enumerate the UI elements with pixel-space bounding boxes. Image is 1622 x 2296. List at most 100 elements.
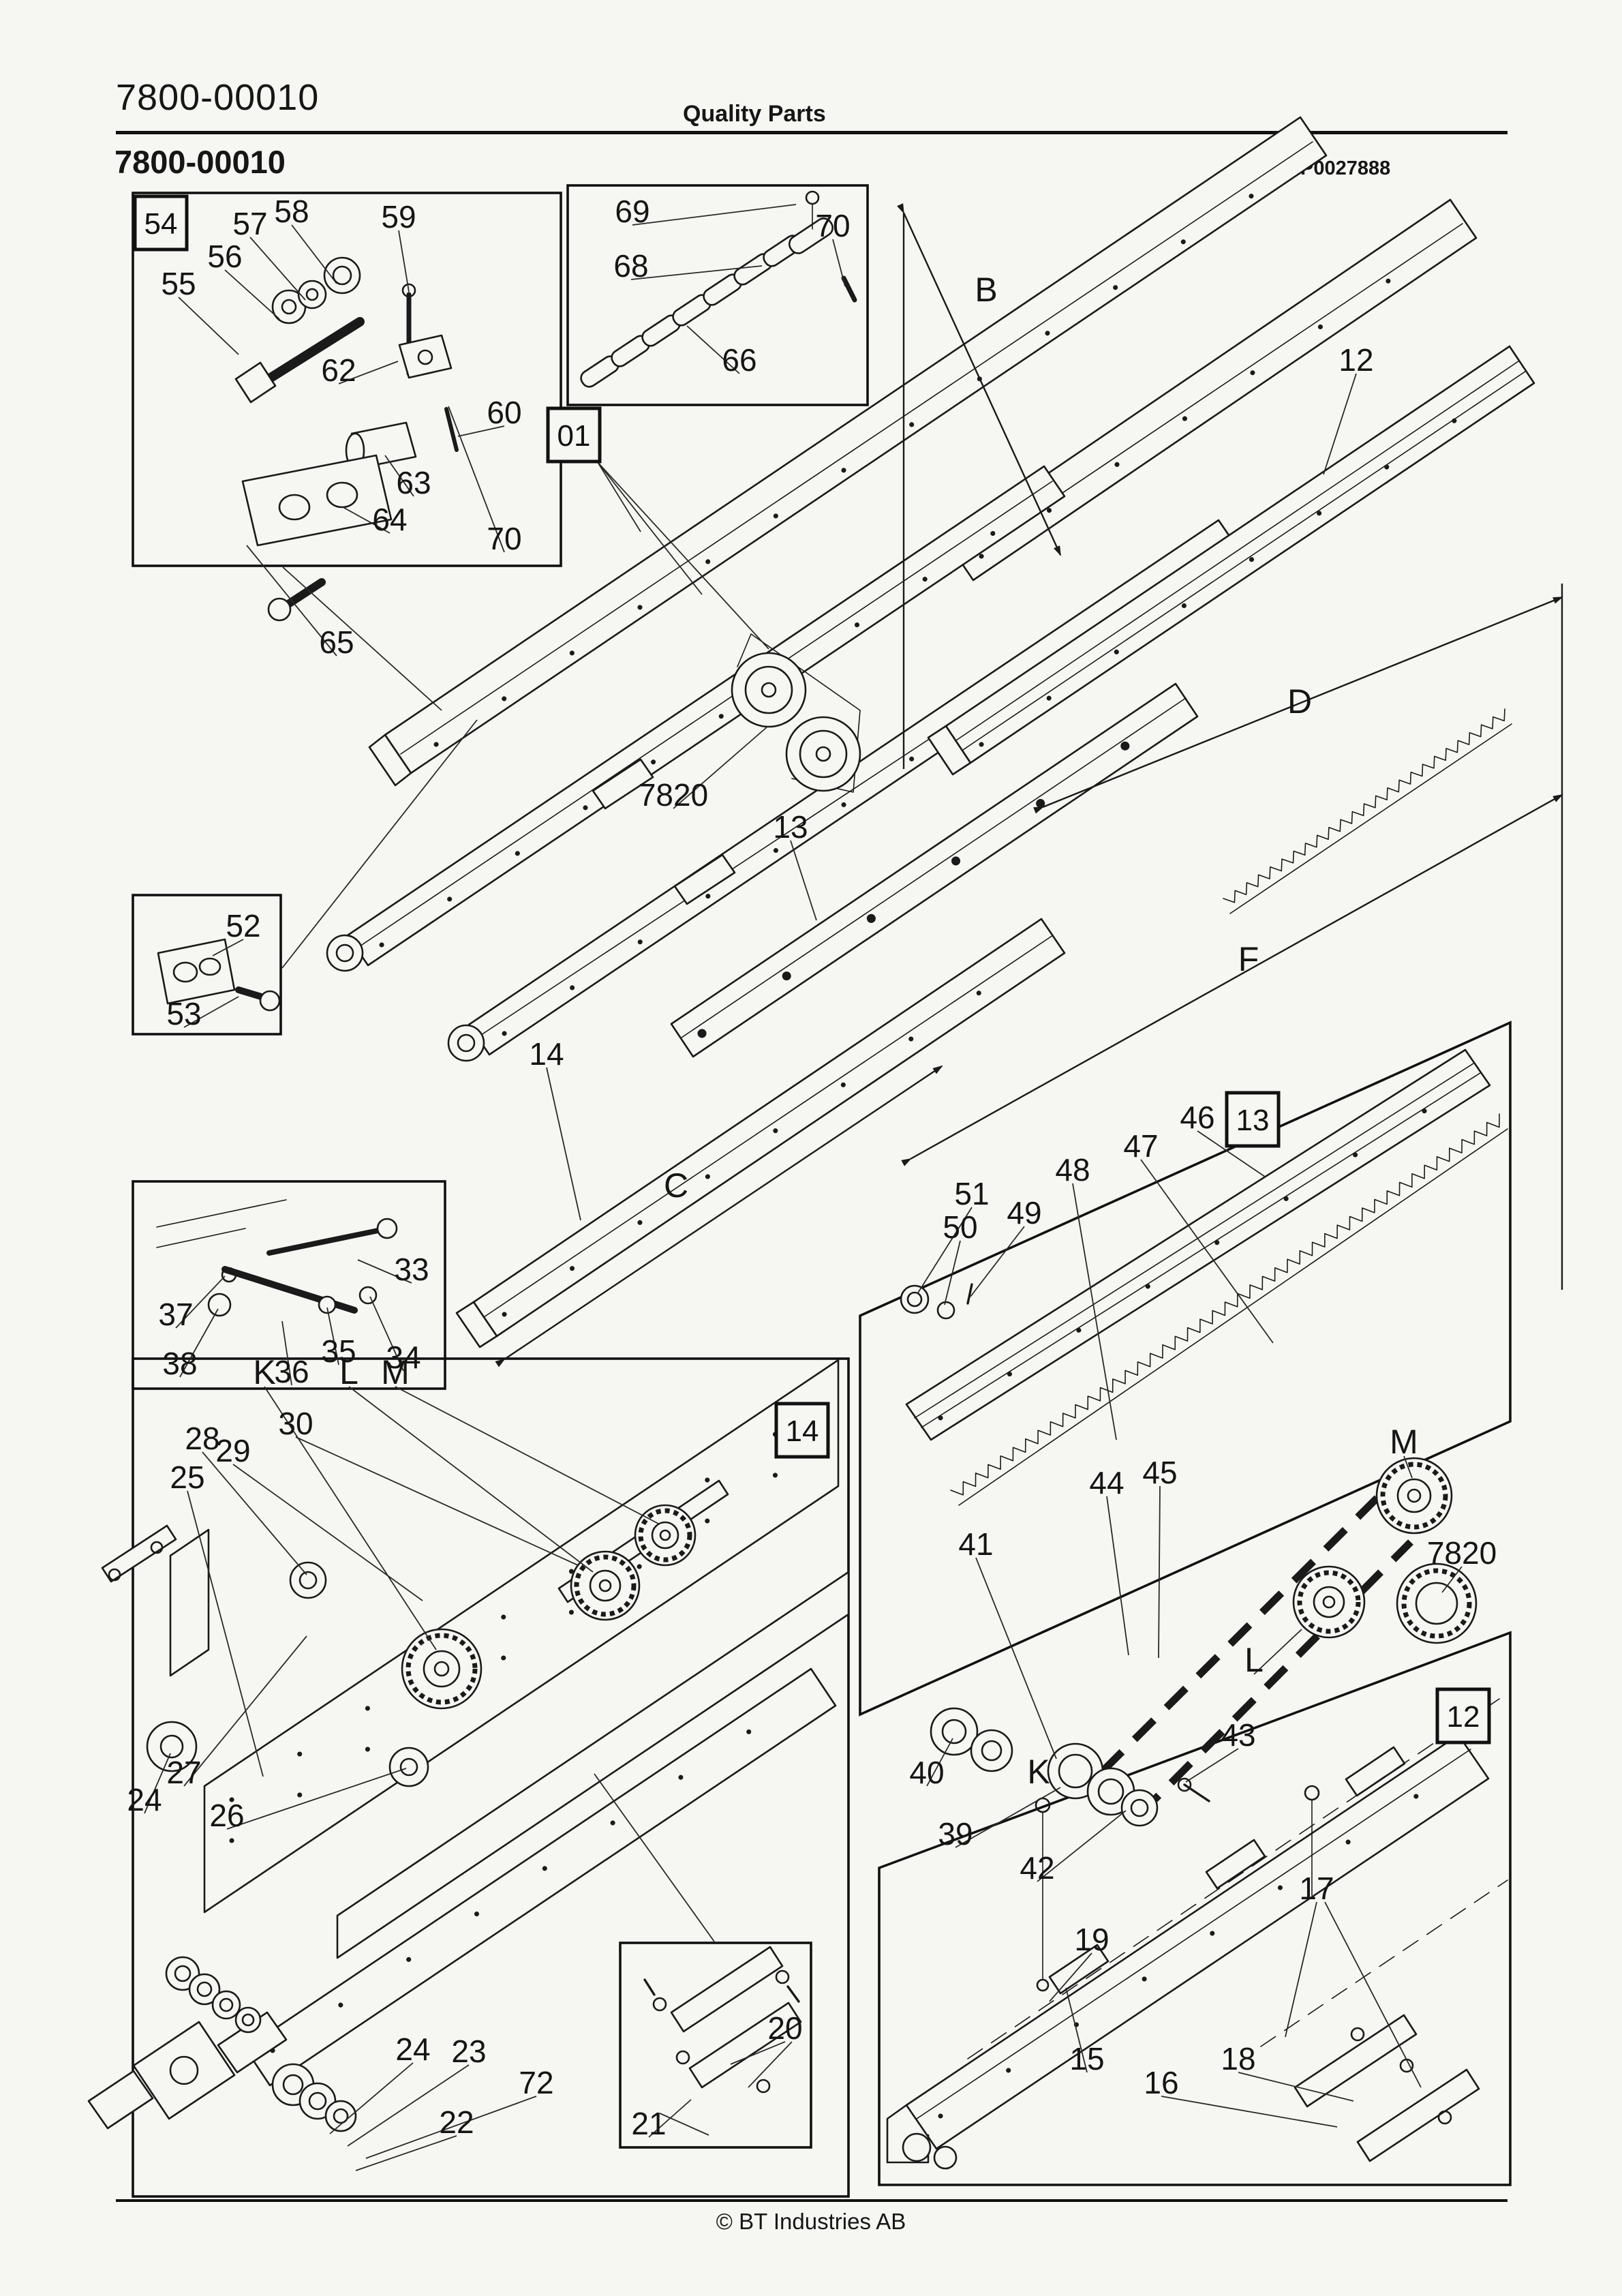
part-callout-14: 14 — [529, 1036, 564, 1072]
chain-links-66 — [580, 190, 857, 388]
leader-line-46 — [1197, 1130, 1266, 1177]
part-callout-55: 55 — [161, 266, 196, 301]
pin-70 — [841, 275, 857, 303]
leader-line-L — [1253, 1629, 1302, 1675]
rail-12 — [927, 345, 1535, 776]
leader-line-41 — [975, 1557, 1057, 1759]
footer-rule — [116, 2199, 1508, 2202]
leader-line-24 — [329, 2062, 414, 2134]
roller-icon — [447, 1024, 485, 1062]
inset-box-54 — [132, 192, 562, 567]
leader-line-22 — [355, 2135, 457, 2171]
part-callout-M: M — [1390, 1423, 1418, 1461]
boxed-callout-frame-13 — [1225, 1091, 1281, 1148]
channel-rail-15-assembly — [886, 1698, 1508, 2170]
chain-and-sprockets — [930, 1457, 1478, 1827]
part-callout-24: 24 — [127, 1782, 162, 1817]
leader-line-12 — [1323, 373, 1357, 475]
part-callout-F: F — [1238, 940, 1259, 978]
part-callout-57: 57 — [232, 206, 267, 241]
leader-line-26 — [226, 1768, 407, 1830]
inner-rail-left — [326, 465, 1066, 972]
inset-box-52-53 — [132, 894, 282, 1036]
washer-stack-bottom — [87, 1956, 357, 2132]
leader-line-62 — [338, 361, 399, 384]
part-callout-58: 58 — [274, 194, 309, 229]
leader-line-38 — [179, 1308, 219, 1378]
part-callout-27: 27 — [166, 1755, 201, 1790]
sprocket-K-carriage — [401, 1628, 483, 1710]
leader-line-37 — [175, 1275, 226, 1329]
boxed-callout-frame-12 — [1435, 1687, 1491, 1744]
end-bracket — [101, 1524, 177, 1583]
leader-line-17 — [1285, 1901, 1317, 2038]
part-callout-B: B — [975, 271, 997, 309]
leader-line-27 — [183, 1635, 307, 1787]
boxed-callout-54: 54 — [144, 207, 178, 241]
part-callout-33: 33 — [394, 1252, 429, 1287]
part-callout-M: M — [381, 1353, 410, 1391]
drawing-number: 7800-00010 — [114, 144, 286, 180]
plug-icon — [936, 1301, 955, 1320]
leader-line-40 — [926, 1738, 953, 1787]
leader-line-25 — [187, 1490, 264, 1777]
part-callout-C: C — [664, 1166, 688, 1205]
part-callout-13: 13 — [773, 809, 808, 845]
part-callout-15: 15 — [1069, 2041, 1104, 2076]
part-callout-16: 16 — [1144, 2065, 1178, 2100]
leader-line-28 — [202, 1451, 307, 1575]
leader-line-36 — [281, 1320, 292, 1386]
dimension-arrow-F — [901, 794, 1563, 1166]
carriage-plate-assembly — [87, 1359, 850, 2132]
leader-line-29 — [232, 1464, 423, 1601]
block-62 — [398, 334, 453, 379]
leader-line-52 — [212, 939, 244, 956]
sprocket-M-carriage — [634, 1504, 697, 1567]
part-callout-72: 72 — [519, 2065, 553, 2100]
leader-line-51 — [917, 1207, 973, 1295]
section-box-12 — [878, 1631, 1512, 2186]
part-callout-23: 23 — [451, 2034, 486, 2069]
leader-line-44 — [1106, 1496, 1129, 1656]
leader-line-30 — [295, 1436, 579, 1566]
anchor-link-68 — [788, 217, 834, 254]
leader-line-39 — [955, 1787, 1061, 1848]
section-box-14 — [132, 1357, 850, 2198]
leader-line-14 — [546, 1067, 581, 1221]
part-callout-68: 68 — [613, 248, 648, 284]
part-callout-56: 56 — [207, 239, 242, 274]
part-callout-38: 38 — [162, 1346, 197, 1381]
leader-line-66 — [686, 325, 740, 374]
rack-strip-upper — [1223, 708, 1512, 914]
part-callout-30: 30 — [278, 1406, 313, 1441]
leader-line-64 — [343, 507, 391, 534]
part-callout-20: 20 — [767, 2010, 802, 2046]
leader-line-43 — [1185, 1748, 1239, 1783]
roller-28 — [289, 1561, 327, 1599]
bolt-19 — [1035, 1797, 1051, 1992]
inset-box-chain — [566, 184, 869, 406]
clamp-plate — [1048, 1944, 1110, 1995]
boxed-callout-14: 14 — [786, 1415, 819, 1448]
leader-line-56 — [224, 269, 280, 320]
leader-line-24 — [144, 1753, 171, 1814]
block-64 — [241, 454, 393, 547]
leader-line-7820 — [1441, 1566, 1463, 1593]
leader-line-23 — [347, 2064, 470, 2147]
leader-line-21 — [648, 2099, 692, 2138]
part-callout-60: 60 — [487, 395, 521, 430]
part-callout-51: 51 — [954, 1176, 989, 1211]
boxed-callout-01: 01 — [557, 419, 591, 453]
leader-line-19 — [1049, 1952, 1092, 2002]
pivot-hardware-54 — [234, 256, 459, 622]
leader-line-57 — [249, 237, 306, 301]
guide-block-52-53 — [157, 938, 281, 1012]
sprocket-M — [1375, 1457, 1453, 1535]
leader-line-72 — [365, 2096, 537, 2159]
part-callout-52: 52 — [226, 908, 260, 943]
leader-line-65 — [246, 545, 337, 656]
part-callout-K: K — [1027, 1753, 1050, 1791]
part-callout-L: L — [339, 1353, 358, 1391]
